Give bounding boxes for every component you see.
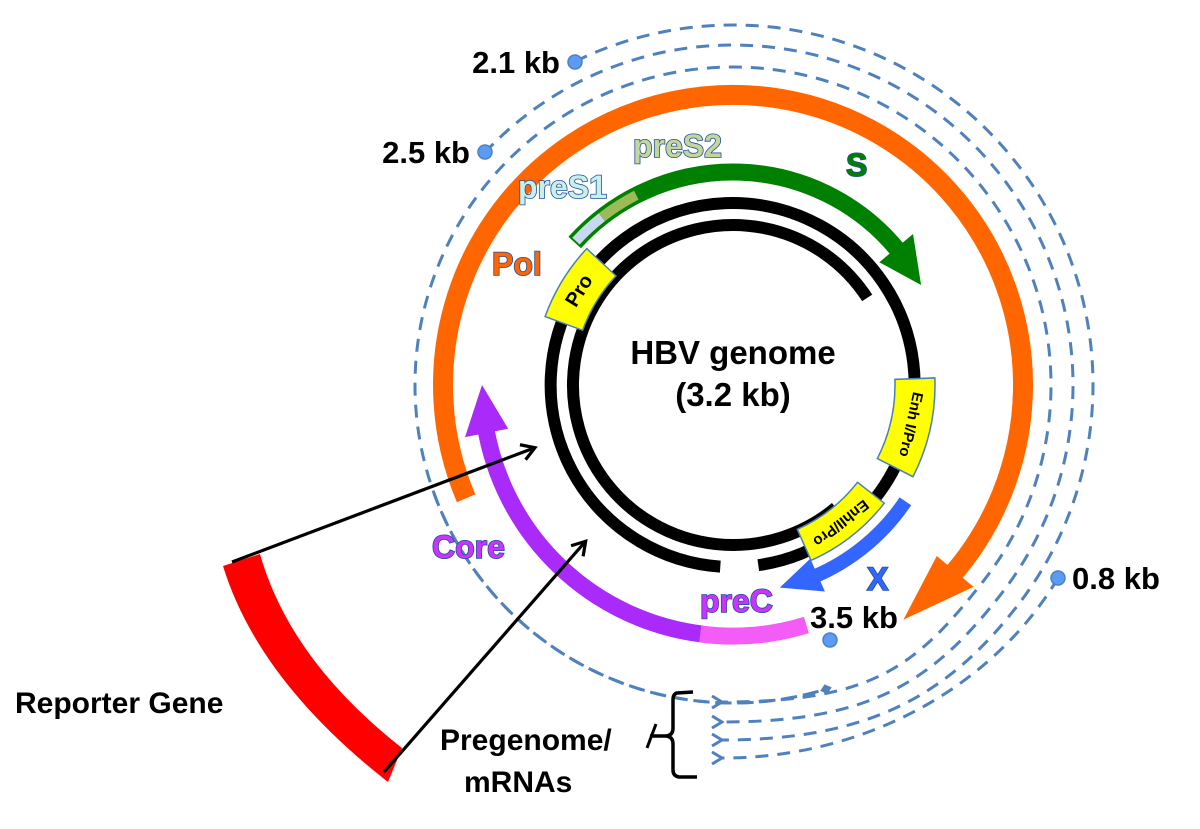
transcript-3.5kb-line [413, 65, 1053, 703]
enhancer2-promoter-box [796, 481, 886, 562]
pol-arrowhead [903, 555, 974, 620]
pol-label: Pol [492, 246, 542, 282]
reporter-group [223, 448, 585, 782]
genes-layer [433, 84, 1034, 645]
core-arrowhead [465, 385, 509, 438]
core-label: Core [432, 529, 505, 565]
reporter-insert-arrow-lower [382, 542, 585, 774]
pro-promoter-box [544, 247, 618, 332]
transcript-3.5kb-start-dot [822, 632, 838, 648]
transcript-2.1kb-start-dot [567, 54, 583, 70]
x-label: X [867, 561, 889, 597]
x-arrowhead [779, 558, 825, 592]
x-orf-arc [811, 497, 912, 583]
genome-size: (3.2 kb) [675, 376, 791, 413]
prec-label: preC [700, 583, 773, 619]
pregenome-slash [645, 723, 658, 749]
prec-segment [699, 616, 809, 645]
genome-inner-strand [567, 219, 873, 551]
transcript-2.5kb-start-dot [477, 144, 493, 160]
reporter-gene-arc [223, 554, 402, 782]
pres1-label: preS1 [518, 169, 607, 205]
transcript-0.8kb-line [722, 577, 1060, 758]
pres2-label: preS2 [633, 128, 722, 164]
transcript-2.5kb-label: 2.5 kb [382, 135, 470, 170]
reporter-insert-arrow-upper [231, 448, 534, 564]
pregenome-brace [650, 690, 697, 779]
pregenome-label-line2: mRNAs [464, 766, 572, 799]
transcript-2.5kb-line [483, 43, 1075, 722]
transcript-2.1kb-label: 2.1 kb [472, 45, 560, 80]
transcript-0.8kb-start-dot [1050, 570, 1066, 586]
pres2-segment [598, 190, 639, 222]
pol-orf-arc [433, 84, 1034, 586]
genome-title: HBV genome [630, 334, 835, 371]
reporter-gene-label: Reporter Gene [15, 687, 223, 720]
transcript-0.8kb-label: 0.8 kb [1072, 561, 1160, 596]
enhancer1-promoter-box [876, 377, 936, 478]
s-arrowhead [879, 233, 922, 286]
transcript-2.1kb-line [574, 23, 1095, 740]
pres1-segment [572, 213, 606, 245]
core-orf-arc [476, 422, 704, 643]
transcript-3.5kb-redundancy-line [432, 493, 832, 705]
transcript-3.5kb-label: 3.5 kb [810, 600, 898, 635]
pregenome-label-line1: Pregenome/ [440, 724, 612, 757]
transcripts-layer [413, 23, 1095, 758]
s-label: S [846, 147, 867, 183]
